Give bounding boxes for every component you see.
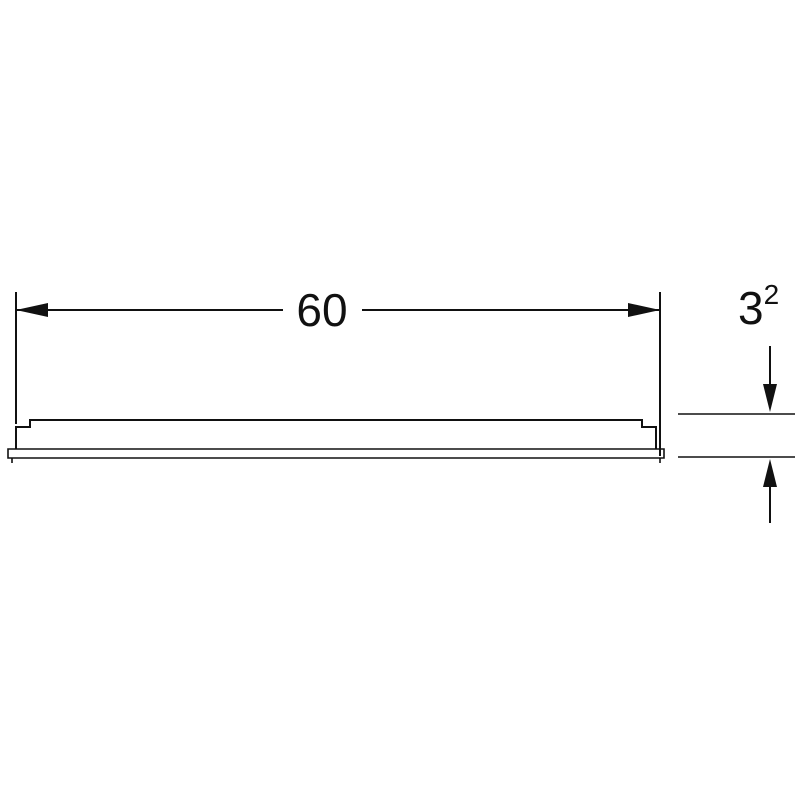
product-flange-outline	[7, 448, 665, 459]
depth-dimension-value: 3	[738, 282, 764, 334]
width-dimension-label: 60	[296, 284, 347, 336]
depth-dimension-label: 32	[738, 279, 779, 334]
product-body-outline	[15, 419, 657, 449]
width-arrow-left-icon	[16, 303, 48, 317]
depth-dimension-superscript: 2	[764, 279, 780, 310]
depth-arrow-down-icon	[763, 384, 777, 412]
depth-arrow-up-icon	[763, 459, 777, 487]
width-arrow-right-icon	[628, 303, 660, 317]
